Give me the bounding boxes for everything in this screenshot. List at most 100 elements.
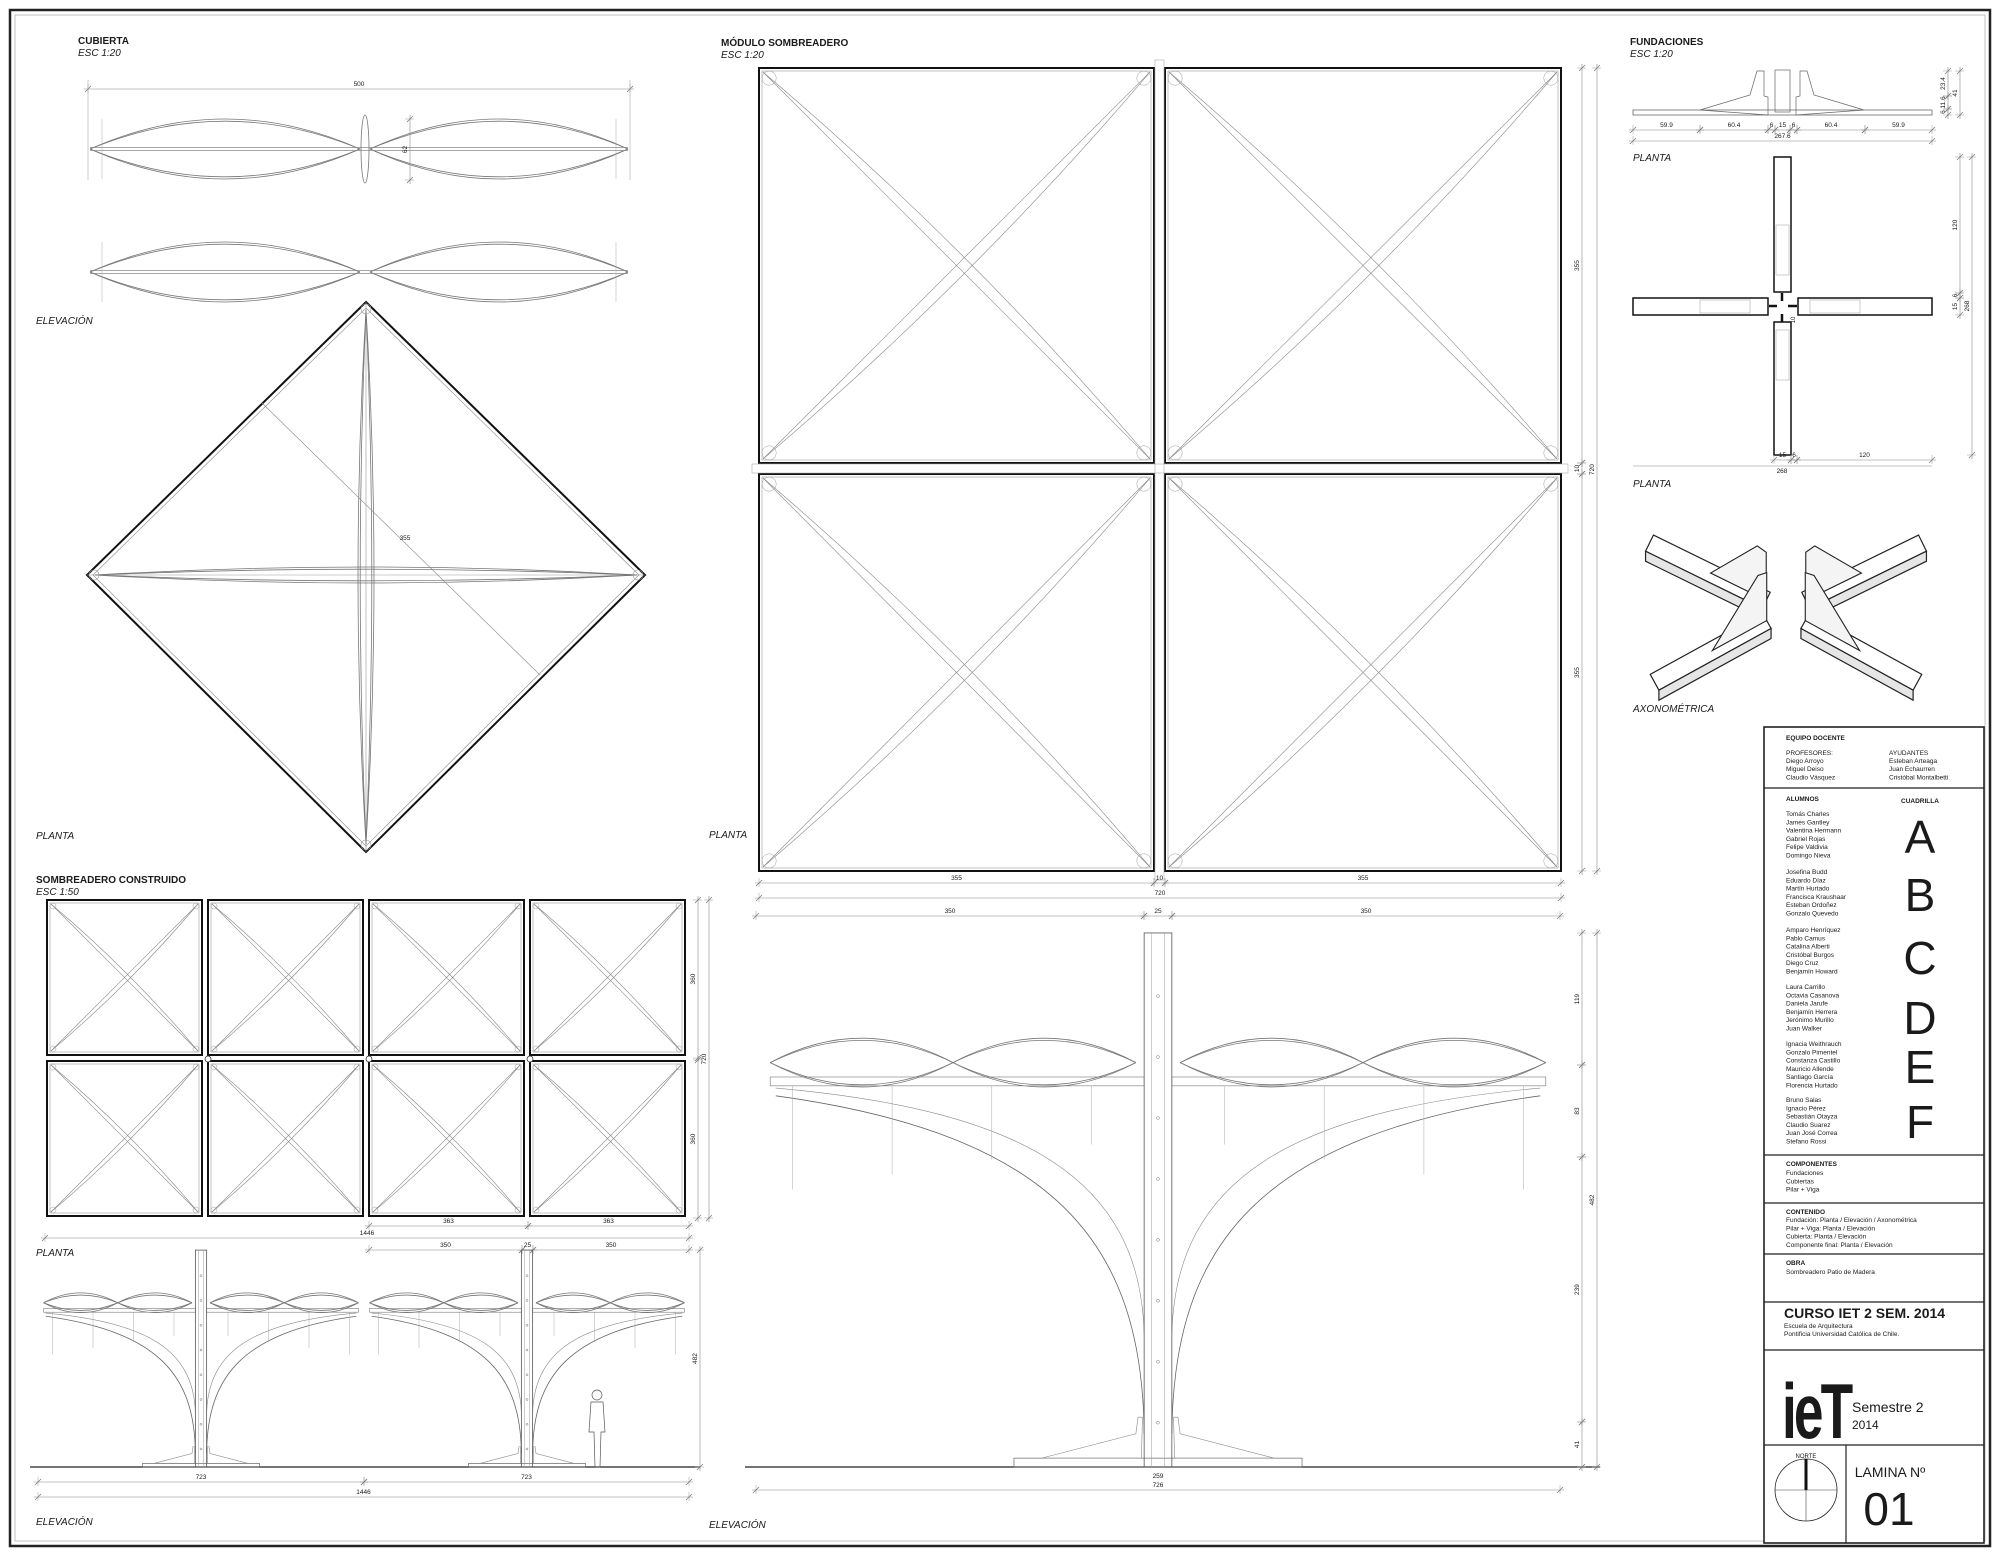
dimension-tick: [1928, 137, 1936, 145]
dimension-tick: [1696, 126, 1704, 134]
pillar-plate: [1774, 69, 1791, 113]
pillar-bolt: [1156, 1055, 1160, 1059]
dimension-tick: [1140, 912, 1148, 920]
lamina-label: LAMINA Nº: [1855, 1464, 1925, 1480]
school-name: Escuela de Arquitectura: [1784, 1323, 1853, 1330]
corner-joint: [1543, 445, 1559, 461]
diagonal-cable: [762, 477, 1151, 868]
canopy-lens: [952, 1062, 1137, 1088]
pillar-bolt: [525, 1324, 529, 1327]
diagonal-cable: [211, 903, 360, 1052]
dimension-label: 723: [196, 1474, 207, 1481]
canopy-lens: [89, 148, 361, 178]
dimension-tick: [1150, 879, 1158, 887]
dimension-tick: [1944, 105, 1952, 113]
fundaciones-plan-label-2: PLANTA: [1633, 479, 1671, 490]
canopy-lens: [610, 1302, 685, 1311]
corner-joint: [360, 839, 372, 851]
canopy-lens: [369, 1292, 444, 1304]
module-inner-frame: [1167, 476, 1559, 869]
group-letter: F: [1906, 1096, 1934, 1148]
foundation-arm-side: [1658, 627, 1772, 702]
student-name: Martín Hurtado: [1786, 886, 1830, 893]
dimension-tick: [1956, 289, 1964, 297]
canopy-lens: [443, 1292, 519, 1304]
pillar-arm: [45, 1312, 196, 1414]
dimension-label: 267.6: [1774, 133, 1791, 140]
dimension-tick: [1593, 1463, 1601, 1471]
course-title: CURSO IET 2 SEM. 2014: [1784, 1305, 1945, 1321]
diagonal-cable: [1168, 477, 1558, 868]
dimension-label: 10: [1156, 875, 1164, 882]
dimension-label: 268: [1777, 468, 1788, 475]
content-item: Pilar + Viga: Planta / Elevación: [1786, 1225, 1875, 1232]
corner-joint: [353, 1045, 361, 1053]
canopy-lens: [443, 1302, 519, 1313]
canopy-lens: [610, 1302, 685, 1313]
dimension-label: 720: [701, 1053, 708, 1064]
pillar-bolt: [525, 1373, 529, 1376]
dimension-label: 6: [1770, 122, 1774, 129]
dimension-tick: [1556, 912, 1564, 920]
student-name: Mauricio Allende: [1786, 1066, 1834, 1073]
student-name: James Gantley: [1786, 819, 1830, 826]
dimension-label: 6: [1792, 122, 1796, 129]
construido-scale: ESC 1:50: [36, 887, 79, 898]
dimension-tick: [1578, 1463, 1586, 1471]
dimension-tick: [705, 896, 713, 904]
group-letter: C: [1903, 932, 1936, 984]
module-inner-frame: [210, 1063, 361, 1214]
dimension-label: 83: [1574, 1107, 1581, 1115]
pillar-plan: [365, 1055, 373, 1063]
dimension-label: 41: [1574, 1441, 1581, 1449]
canopy-lens: [369, 243, 629, 273]
canopy-lens: [43, 1302, 118, 1313]
pillar-arm: [1171, 1087, 1541, 1335]
pillar-arm: [45, 1315, 196, 1454]
module-frame: [529, 899, 686, 1056]
corner-joint: [192, 1045, 200, 1053]
dimension-tick: [1593, 867, 1601, 875]
dimension-tick: [1168, 912, 1176, 920]
diagonal-cable: [533, 903, 682, 1052]
corner-joint: [49, 902, 57, 910]
pillar-arm: [206, 1312, 357, 1414]
corner-joint: [353, 1063, 361, 1071]
construido-elevation-label: ELEVACIÓN: [36, 1515, 93, 1528]
pillar-arm: [775, 1095, 1145, 1434]
student-name: Gonzalo Quevedo: [1786, 911, 1839, 918]
pillar-bolt: [1156, 1238, 1160, 1242]
section-heading: OBRA: [1786, 1260, 1805, 1267]
canopy-lens: [952, 1062, 1137, 1086]
canopy-lens: [89, 118, 361, 150]
canopy-lens: [284, 1294, 359, 1304]
canopy-lens: [770, 1037, 954, 1063]
content-item: Fundación: Planta / Elevación / Axonomét…: [1786, 1217, 1917, 1224]
dimension-label: 363: [603, 1218, 614, 1225]
diagonal-cable: [533, 903, 682, 1052]
corner-joint: [532, 1063, 540, 1071]
diagonal-cable: [211, 1064, 360, 1213]
corner-joint: [1543, 476, 1559, 492]
profesores-label: PROFESORES:: [1786, 750, 1833, 757]
module-inner-frame: [532, 1063, 683, 1214]
student-name: Amparo Henríquez: [1786, 927, 1841, 934]
corner-joint: [360, 303, 372, 315]
module-frame: [758, 67, 1155, 464]
student-name: Catalina Alberti: [1786, 944, 1830, 951]
student-name: Ignacio Pérez: [1786, 1105, 1826, 1112]
dimension-label: 500: [354, 81, 365, 88]
canopy-plan-lens: [365, 309, 375, 845]
dimension-tick: [406, 176, 414, 184]
dimension-label: 482: [692, 1353, 699, 1364]
pillar-arm: [532, 1312, 683, 1414]
dimension-tick: [1928, 126, 1936, 134]
module-inner-frame: [1167, 70, 1559, 461]
dimension-label: 59.9: [1892, 122, 1905, 129]
dimension-tick: [696, 1463, 704, 1471]
canopy-lens: [535, 1292, 611, 1304]
person-scale-figure: [588, 1401, 606, 1468]
corner-joint: [210, 902, 218, 910]
canopy-lens: [284, 1292, 359, 1304]
pillar-arm: [206, 1315, 357, 1454]
